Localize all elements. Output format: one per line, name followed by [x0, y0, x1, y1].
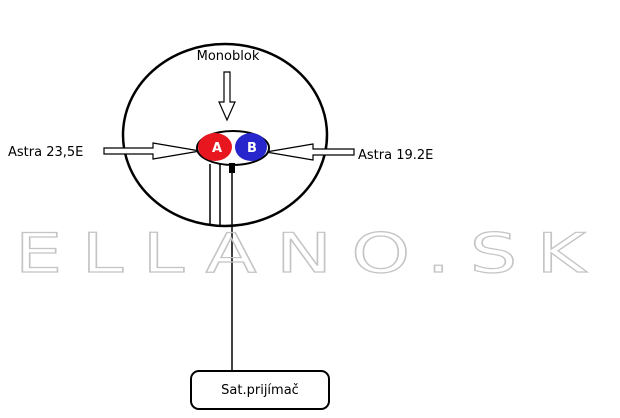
lnb-b-shape	[235, 133, 267, 161]
sat-receiver-label: Sat.prijímač	[221, 382, 299, 398]
astra-235e-arrow	[103, 142, 201, 160]
monoblok-label: Monoblok	[197, 49, 260, 64]
astra-192e-arrow	[265, 143, 355, 161]
lnb-b-label: B	[247, 141, 257, 156]
watermark: ELLANO.SK	[15, 222, 605, 285]
sat-receiver-box: Sat.prijímač	[190, 370, 330, 410]
lnb-a-shape	[198, 133, 232, 161]
lnb-a-label: A	[212, 141, 222, 156]
monoblok-arrow	[218, 71, 236, 122]
dish-circle	[121, 42, 329, 228]
astra-192e-label: Astra 19.2E	[358, 148, 433, 163]
astra-235e-label: Astra 23,5E	[8, 145, 83, 160]
lnb-connector	[229, 163, 235, 173]
